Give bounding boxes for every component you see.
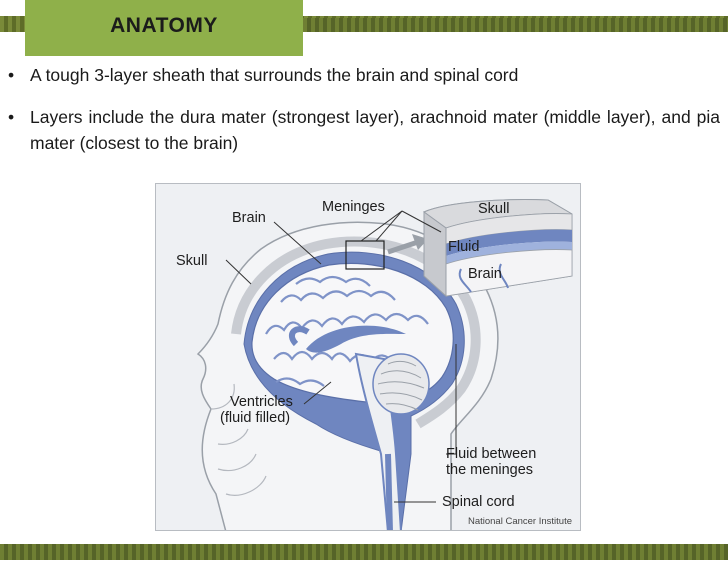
bullet-text: Layers include the dura mater (strongest…	[30, 107, 720, 153]
top-stripe-right	[303, 18, 728, 32]
label-brain: Brain	[232, 210, 266, 226]
label-ventricles-sub: (fluid filled)	[220, 410, 291, 426]
cerebellum-folds	[377, 360, 425, 411]
label-inset-brain: Brain	[468, 266, 502, 282]
leader-lines	[225, 210, 457, 503]
bullet-item: • Layers include the dura mater (stronge…	[0, 104, 728, 156]
label-spinal-cord: Spinal cord	[442, 494, 515, 510]
spinal-cord	[385, 453, 393, 530]
inset-marker-box	[345, 240, 385, 270]
meninges-illustration: Brain Meninges Skull Skull Fluid Brain V…	[155, 183, 581, 531]
bullet-item: • A tough 3-layer sheath that surrounds …	[0, 62, 728, 88]
head-cross-section-drawing	[196, 199, 573, 530]
label-inset-skull: Skull	[478, 201, 510, 217]
bullet-dot-icon: •	[8, 107, 15, 127]
label-skull: Skull	[176, 253, 208, 269]
label-fluid-between: Fluid between	[446, 446, 537, 462]
label-meninges: Meninges	[322, 199, 385, 215]
bullet-text: A tough 3-layer sheath that surrounds th…	[30, 65, 519, 85]
ventricle-shape	[306, 325, 406, 353]
inset-arrow	[387, 239, 419, 255]
slide-title: ANATOMY	[110, 14, 218, 37]
inset-block	[423, 199, 573, 298]
label-inset-fluid: Fluid	[448, 239, 480, 255]
face-outline	[210, 383, 267, 496]
title-box: ANATOMY	[25, 0, 303, 56]
bottom-stripe	[0, 544, 728, 560]
image-credit: National Cancer Institute	[467, 516, 572, 527]
bullet-list: • A tough 3-layer sheath that surrounds …	[0, 62, 728, 156]
label-fluid-between-sub: the meninges	[446, 462, 534, 478]
cerebellum	[372, 353, 430, 415]
label-ventricles: Ventricles	[230, 394, 293, 410]
ventricle-curl	[288, 326, 310, 347]
bullet-dot-icon: •	[8, 65, 15, 85]
